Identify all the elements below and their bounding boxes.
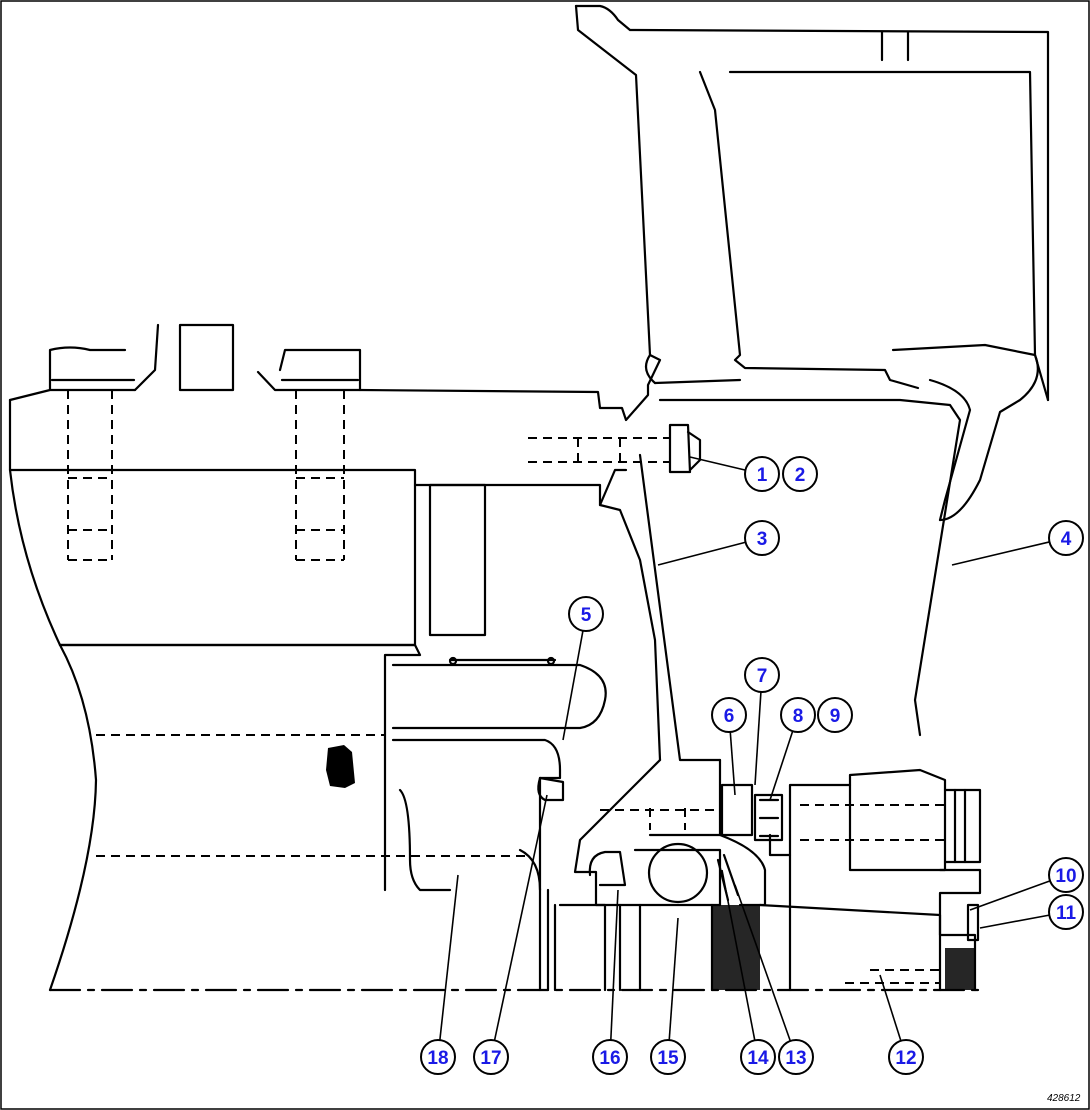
callout-11: 11 — [1048, 894, 1084, 930]
callout-circle — [1048, 520, 1084, 556]
leader-line-13 — [734, 884, 792, 1042]
callout-circle — [744, 657, 780, 693]
callout-label: 13 — [785, 1048, 806, 1069]
leader-line-10 — [969, 880, 1051, 911]
leader-line-3 — [657, 541, 746, 566]
leader-line-4 — [951, 541, 1050, 566]
lock-nut — [720, 783, 792, 857]
bolt-1 — [528, 423, 702, 474]
callout-circle — [711, 697, 747, 733]
leader-line-5 — [562, 630, 584, 741]
callout-4: 4 — [1048, 520, 1084, 556]
callout-10: 10 — [1048, 857, 1084, 893]
case-housing — [574, 4, 1050, 522]
callout-label: 2 — [795, 465, 806, 486]
leader-line-17 — [493, 794, 548, 1041]
carrier-arm — [638, 378, 962, 762]
callout-circle — [744, 456, 780, 492]
callout-label: 1 — [757, 465, 768, 486]
callout-label: 18 — [427, 1048, 448, 1069]
callout-label: 7 — [757, 666, 768, 687]
callout-1: 1 — [744, 456, 780, 492]
leader-line-15 — [668, 917, 679, 1041]
callout-17: 17 — [473, 1039, 509, 1075]
leader-line-12 — [879, 974, 902, 1042]
callout-label: 12 — [895, 1048, 916, 1069]
callout-label: 15 — [657, 1048, 679, 1069]
leader-line-8 — [769, 730, 794, 801]
callout-label: 3 — [757, 529, 768, 550]
callout-label: 4 — [1061, 529, 1072, 550]
leader-line-14 — [721, 869, 756, 1041]
callout-18: 18 — [420, 1039, 456, 1075]
leader-line-1 — [689, 456, 746, 471]
callout-label: 16 — [599, 1048, 620, 1069]
callout-circle — [1048, 894, 1084, 930]
callout-9: 9 — [817, 697, 853, 733]
leader-line-6 — [729, 731, 736, 796]
callout-label: 9 — [830, 706, 841, 727]
callout-label: 8 — [793, 706, 804, 727]
callout-circle — [740, 1039, 776, 1075]
callout-14: 14 — [740, 1039, 776, 1075]
callout-2: 2 — [782, 456, 818, 492]
callout-label: 10 — [1055, 866, 1076, 887]
spindle — [48, 643, 982, 992]
leader-lines — [439, 456, 1051, 1042]
callout-circle — [778, 1039, 814, 1075]
callout-circle — [420, 1039, 456, 1075]
callout-circle — [782, 456, 818, 492]
callout-circle — [780, 697, 816, 733]
callout-12: 12 — [888, 1039, 924, 1075]
callout-circle — [1048, 857, 1084, 893]
callout-13: 13 — [778, 1039, 814, 1075]
leader-line-16 — [610, 889, 619, 1041]
bearing-hub — [558, 758, 767, 992]
callout-16: 16 — [592, 1039, 628, 1075]
callout-label: 6 — [724, 706, 735, 727]
callout-label: 11 — [1056, 903, 1077, 924]
leader-line-18 — [439, 874, 459, 1041]
callout-label: 5 — [581, 605, 592, 626]
callout-5: 5 — [568, 596, 604, 632]
callout-circle — [888, 1039, 924, 1075]
callout-7: 7 — [744, 657, 780, 693]
top-cover — [8, 323, 662, 762]
callout-circle — [568, 596, 604, 632]
callout-circle — [592, 1039, 628, 1075]
callout-circle — [650, 1039, 686, 1075]
callout-label: 17 — [480, 1048, 501, 1069]
callout-circle — [744, 520, 780, 556]
leader-line-11 — [979, 914, 1050, 929]
callout-circle — [817, 697, 853, 733]
callout-label: 14 — [747, 1048, 769, 1069]
figure-code: 428612 — [1047, 1093, 1081, 1104]
callout-15: 15 — [650, 1039, 686, 1075]
callout-3: 3 — [744, 520, 780, 556]
callout-6: 6 — [711, 697, 747, 733]
leader-line-7 — [754, 691, 762, 786]
right-hub — [758, 768, 982, 992]
callout-circle — [473, 1039, 509, 1075]
callout-8: 8 — [780, 697, 816, 733]
